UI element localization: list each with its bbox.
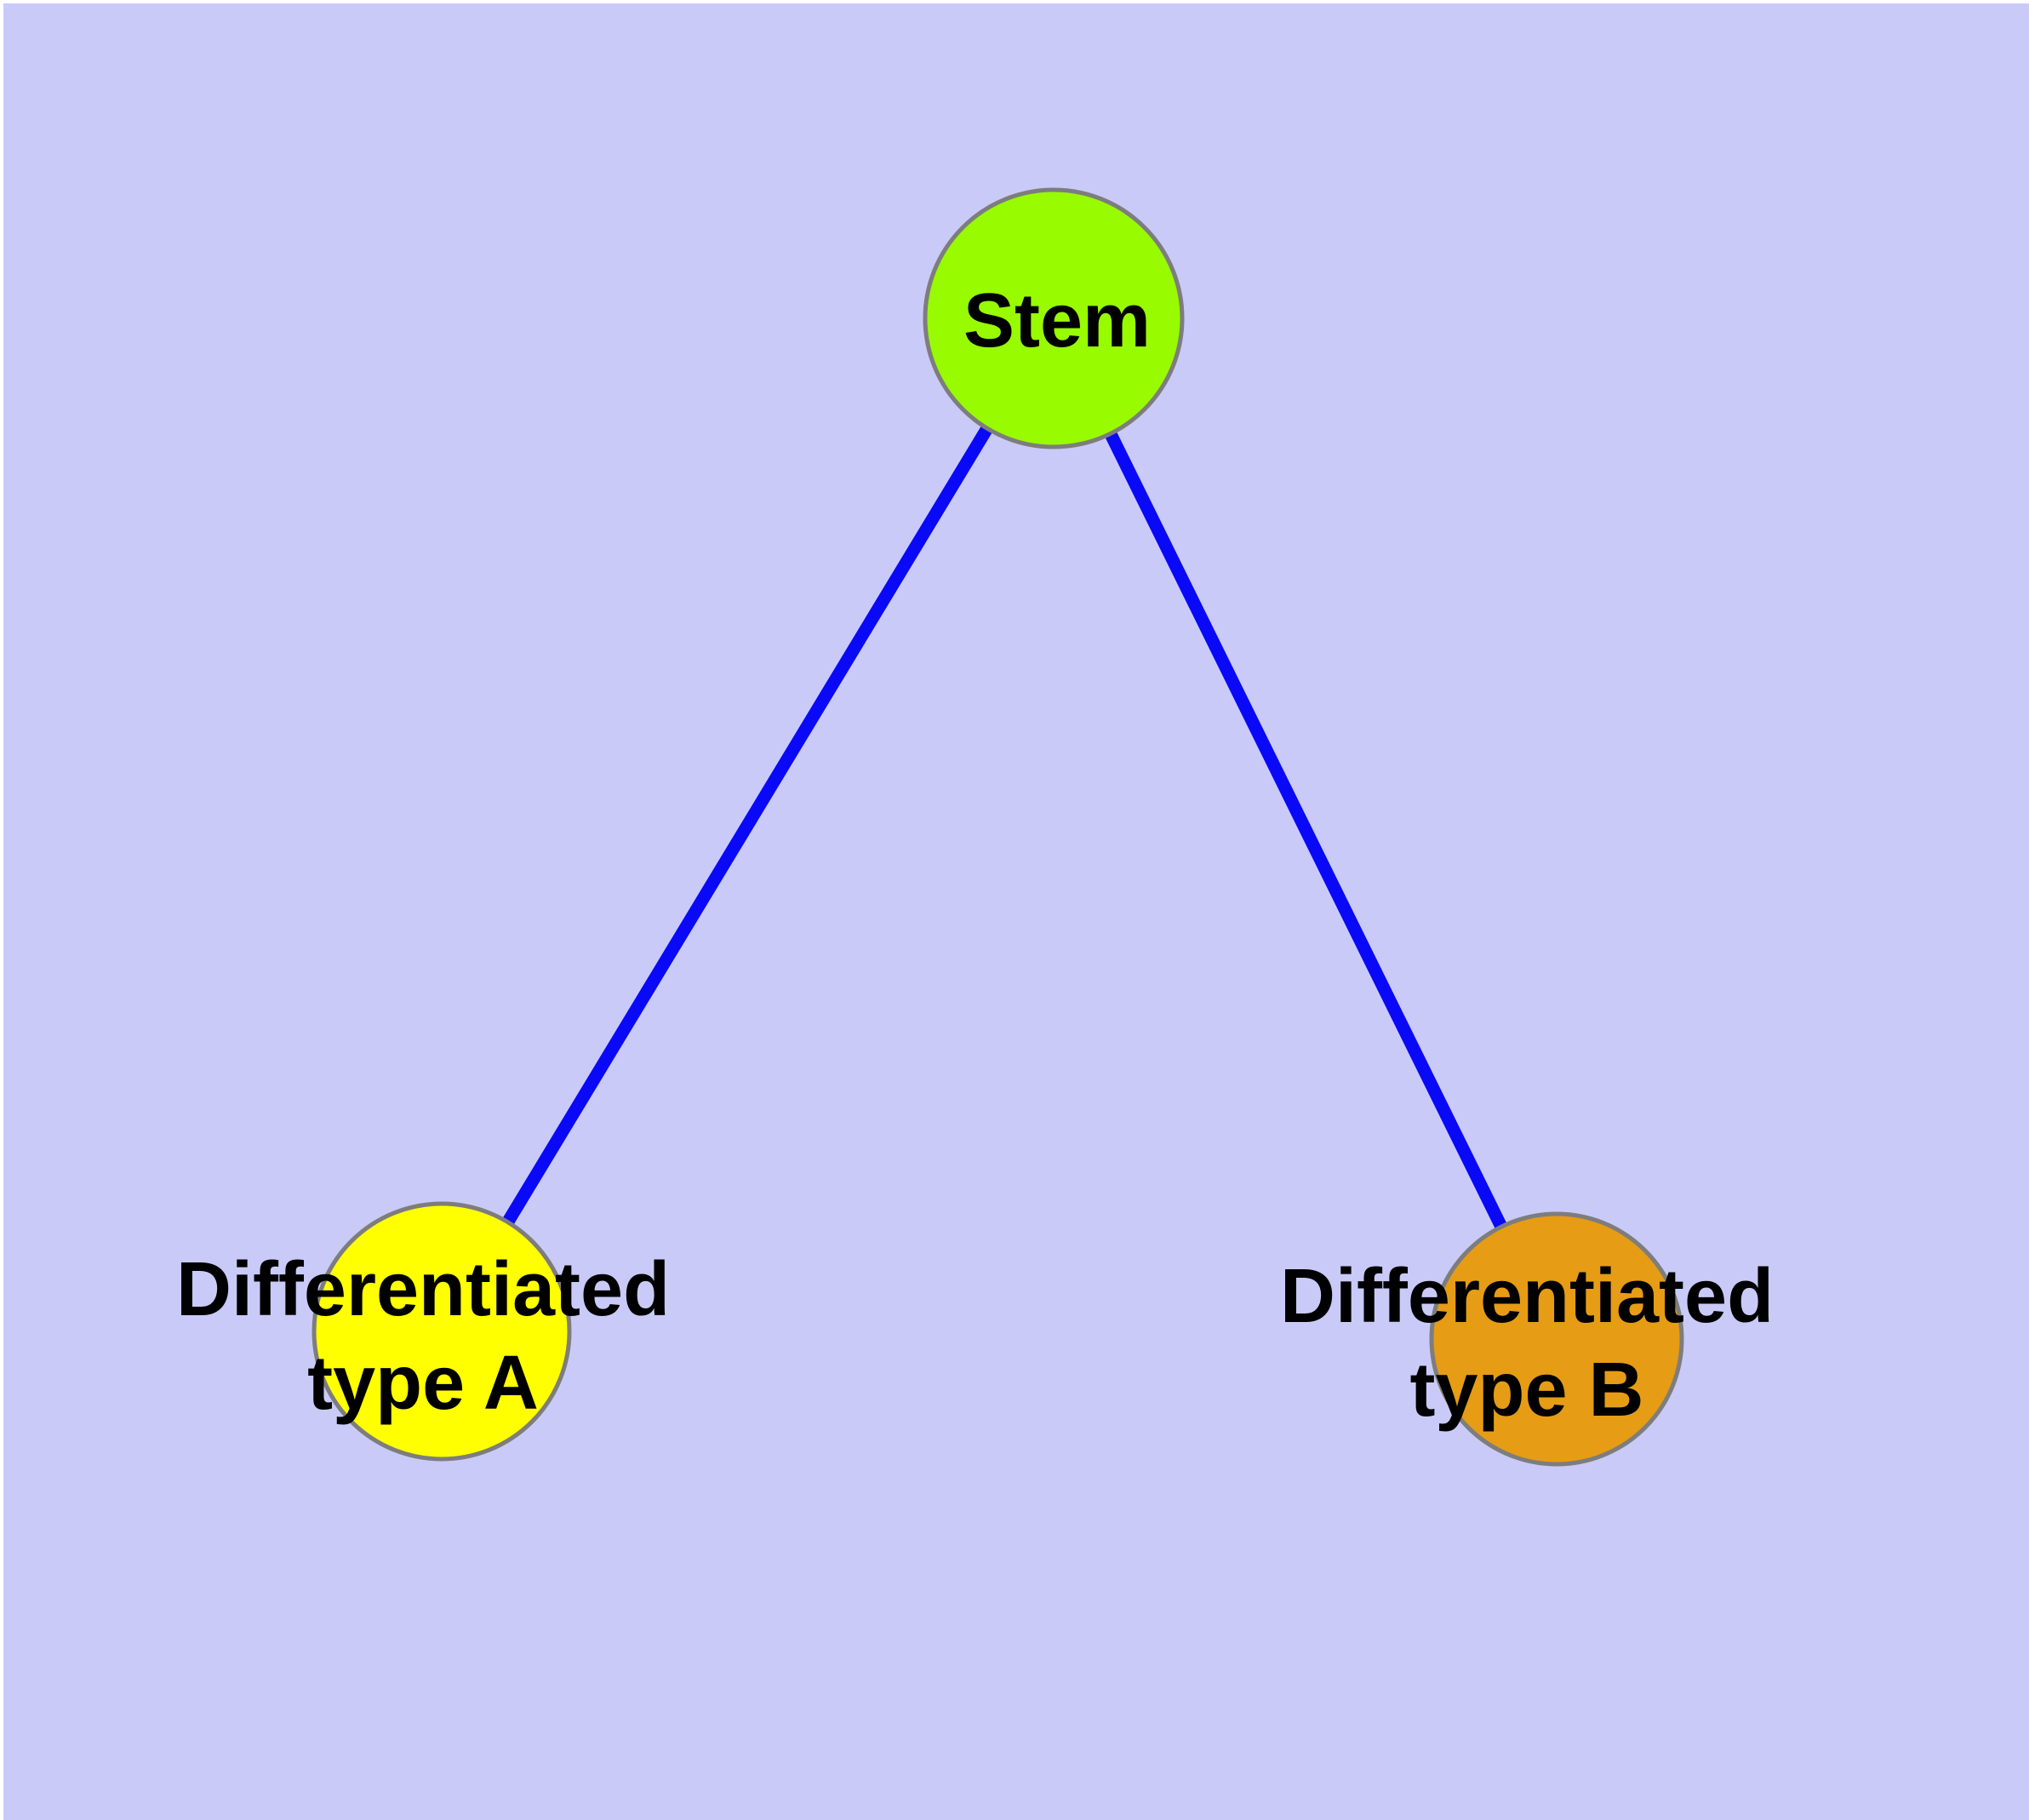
- node-differentiated-type-a-label-line2: type A: [307, 1341, 539, 1426]
- node-stem-label-line: Stem: [963, 278, 1152, 363]
- node-differentiated-type-b-circle: [1429, 1211, 1684, 1467]
- node-differentiated-type-a-label-line1: Differentiated: [175, 1247, 671, 1332]
- node-differentiated-type-a-circle: [311, 1201, 572, 1462]
- node-stem-label: Stem: [963, 274, 1151, 368]
- edge-stem-to-differentiated-type-b: [1048, 315, 1563, 1342]
- node-stem-circle: [923, 187, 1185, 449]
- node-differentiated-type-a-label: Differentiated type A: [176, 1243, 670, 1430]
- node-differentiated-type-b-label: Differentiated type B: [1280, 1250, 1774, 1437]
- edge-stem-to-differentiated-type-a: [436, 315, 1060, 1335]
- node-differentiated-type-b-label-line1: Differentiated: [1279, 1254, 1775, 1339]
- node-differentiated-type-b-label-line2: type B: [1409, 1348, 1644, 1433]
